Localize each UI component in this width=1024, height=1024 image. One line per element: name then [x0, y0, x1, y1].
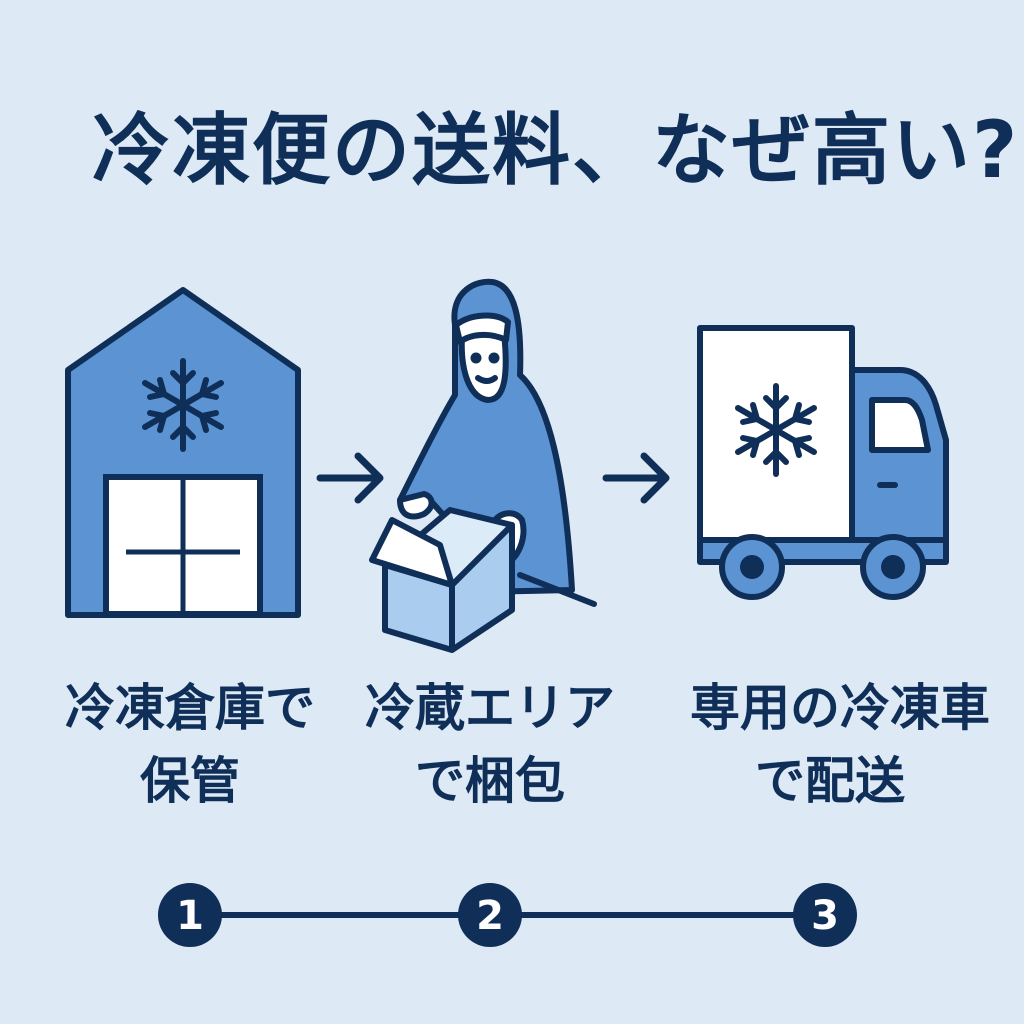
- step-3-label: 専用の冷凍車 で配送: [690, 672, 990, 817]
- step-3-line2: で配送: [755, 751, 905, 810]
- box-icon: [369, 507, 515, 653]
- step-1-marker: 1: [158, 883, 222, 947]
- step-2-line1: 冷蔵エリア: [365, 679, 615, 737]
- step-3-line1: 専用の冷凍車: [690, 679, 990, 737]
- page-title: 冷凍便の送料、なぜ高い?: [92, 106, 1020, 196]
- step-2-line2: で梱包: [415, 751, 565, 810]
- step-1-label: 冷凍倉庫で 保管: [60, 672, 320, 817]
- step-2-label: 冷蔵エリア で梱包: [360, 672, 620, 817]
- step-2-marker: 2: [458, 883, 522, 947]
- step-1-number: 1: [176, 893, 204, 939]
- step-1-line1: 冷凍倉庫で: [65, 679, 315, 737]
- step-1-line2: 保管: [140, 751, 240, 810]
- step-2-number: 2: [476, 893, 504, 939]
- arrow-right-icon: [602, 452, 670, 504]
- truck-icon: [697, 325, 949, 600]
- step-3-marker: 3: [793, 883, 857, 947]
- arrow-right-icon: [316, 452, 384, 504]
- step-3-number: 3: [811, 893, 839, 939]
- warehouse-icon: [65, 287, 301, 618]
